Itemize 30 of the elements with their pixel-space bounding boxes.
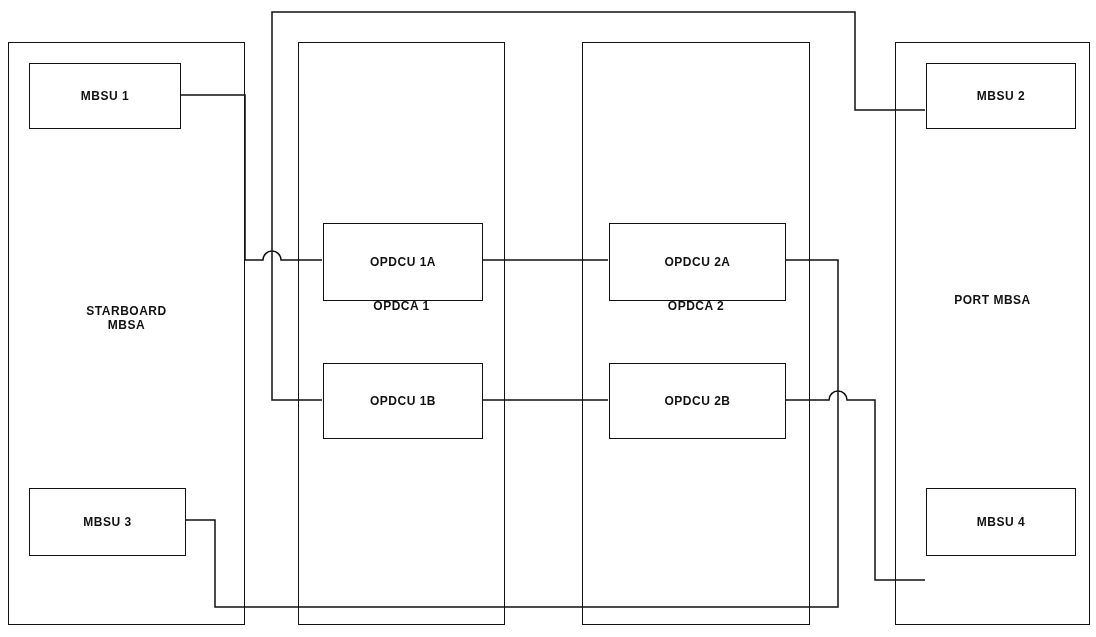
unit-label: OPDCU 2A — [663, 255, 732, 269]
cable-line — [179, 94, 323, 261]
unit-label: MBSU 3 — [82, 515, 133, 529]
unit-box — [926, 488, 1076, 556]
assembly-frame — [8, 42, 245, 625]
assembly-frame — [582, 42, 810, 625]
unit-label: OPDCU 1A — [369, 255, 437, 269]
cable-line — [784, 390, 926, 581]
unit-box — [29, 63, 181, 129]
cable-line — [271, 11, 926, 401]
unit-box — [609, 223, 786, 301]
assembly-label: OPDCA 1 — [372, 298, 431, 313]
unit-box — [609, 363, 786, 439]
unit-label: MBSU 2 — [975, 89, 1027, 103]
unit-label: OPDCU 1B — [369, 394, 437, 408]
assembly-label: PORT MBSA — [953, 292, 1032, 307]
unit-box — [29, 488, 186, 556]
unit-label: OPDCU 2B — [663, 394, 732, 408]
unit-box — [926, 63, 1076, 129]
assembly-frame — [895, 42, 1090, 625]
unit-box — [323, 363, 483, 439]
unit-label: MBSU 1 — [79, 89, 131, 103]
cable-line — [481, 259, 609, 261]
cable-line — [481, 399, 609, 401]
unit-box — [323, 223, 483, 301]
unit-label: MBSU 4 — [975, 515, 1027, 529]
assembly-frame — [298, 42, 505, 625]
assembly-label: STARBOARD MBSA — [85, 304, 168, 333]
cable-line — [184, 259, 839, 608]
assembly-label: OPDCA 2 — [666, 298, 726, 313]
